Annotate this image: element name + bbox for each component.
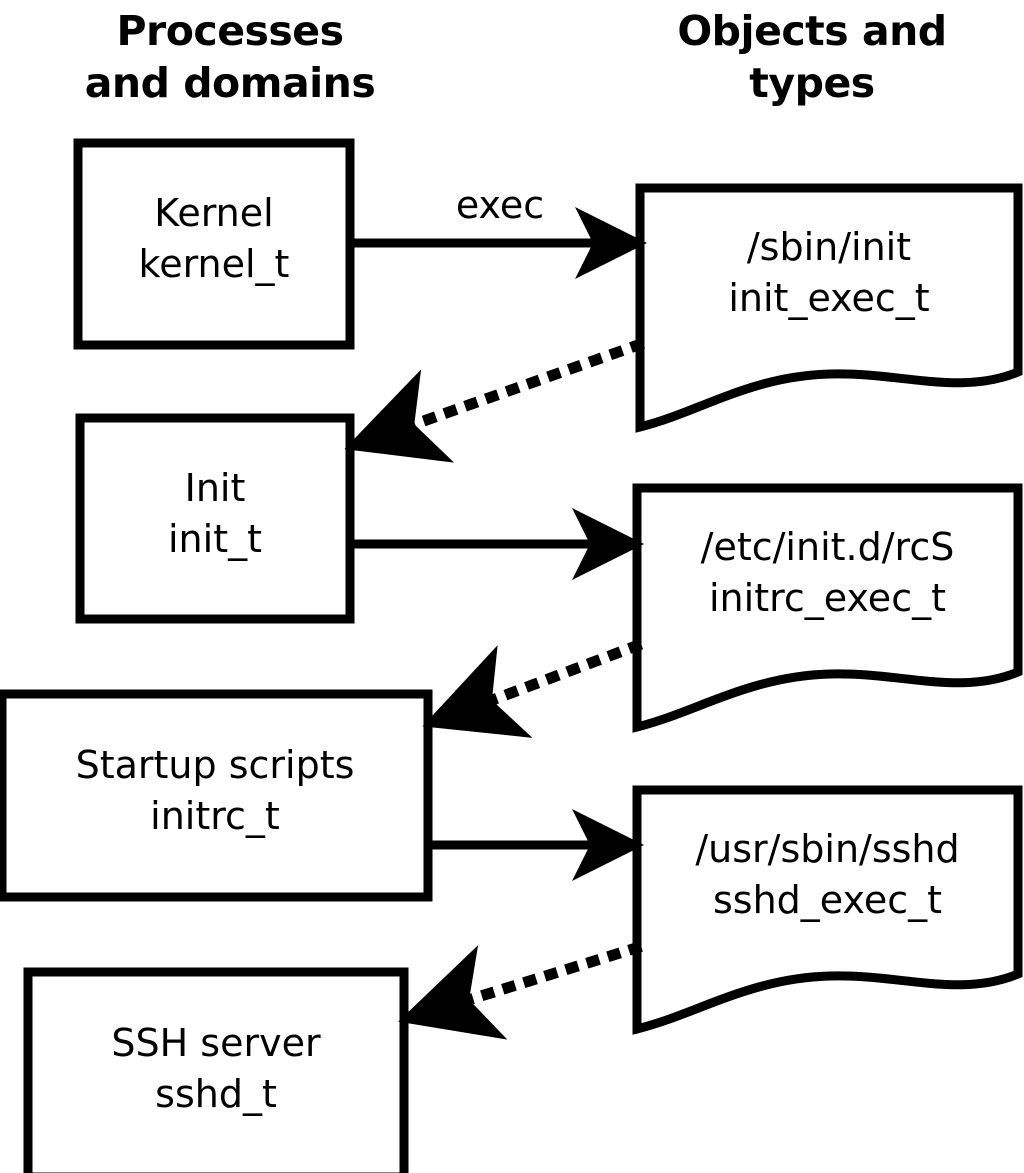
edge-initrc-exec-to-startup-scripts <box>422 638 644 738</box>
column-header-objects: Objects and types <box>677 7 947 108</box>
object-doc-init-exec[interactable] <box>635 183 1023 433</box>
edge-label-exec: exec <box>455 183 545 227</box>
process-box-kernel[interactable] <box>73 138 355 350</box>
process-box-init[interactable] <box>75 413 355 624</box>
process-box-startup-scripts[interactable] <box>0 689 433 902</box>
object-doc-initrc-exec[interactable] <box>632 483 1023 733</box>
edge-sshd-exec-to-ssh-server <box>398 941 643 1040</box>
column-header-processes: Processes and domains <box>84 7 376 108</box>
process-box-ssh-server[interactable] <box>23 967 409 1173</box>
edge-init-exec-to-init <box>344 337 646 463</box>
object-doc-sshd-exec[interactable] <box>632 785 1023 1035</box>
